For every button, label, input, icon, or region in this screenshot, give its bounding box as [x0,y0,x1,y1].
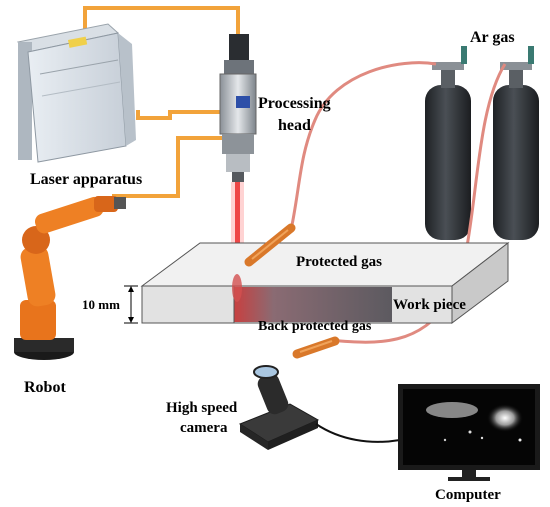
label-laser-apparatus: Laser apparatus [30,171,142,188]
processing-head [219,34,257,182]
label-back-protected-gas: Back protected gas [258,319,372,334]
gas-hose-protected [290,61,437,226]
ar-gas-cylinder-left [425,46,471,240]
back-protected-gas-nozzle [292,336,340,359]
laser-beam [235,182,240,272]
fiber-cable-top [83,6,240,38]
camera-cable [315,423,401,443]
ar-gas-cylinder-right [493,46,539,240]
fiber-cable-laser-to-head [136,110,220,120]
laser-apparatus [16,23,136,163]
label-processing-head-line1: Processing [258,95,331,112]
thickness-marker [124,285,138,324]
high-speed-camera [238,365,320,450]
label-work-piece: Work piece [393,297,466,313]
label-thickness: 10 mm [82,297,120,312]
robot-cable [112,136,222,198]
label-high-speed-line2: camera [180,420,228,436]
work-piece [140,241,510,324]
computer-monitor [398,384,540,481]
label-computer: Computer [435,487,501,503]
label-ar-gas: Ar gas [470,29,515,46]
label-processing-head-line2: head [278,117,311,134]
protected-gas-nozzle [244,223,296,267]
label-protected-gas: Protected gas [296,254,382,270]
label-robot: Robot [24,379,66,396]
label-high-speed-line1: High speed [166,400,238,416]
robot [14,196,126,360]
